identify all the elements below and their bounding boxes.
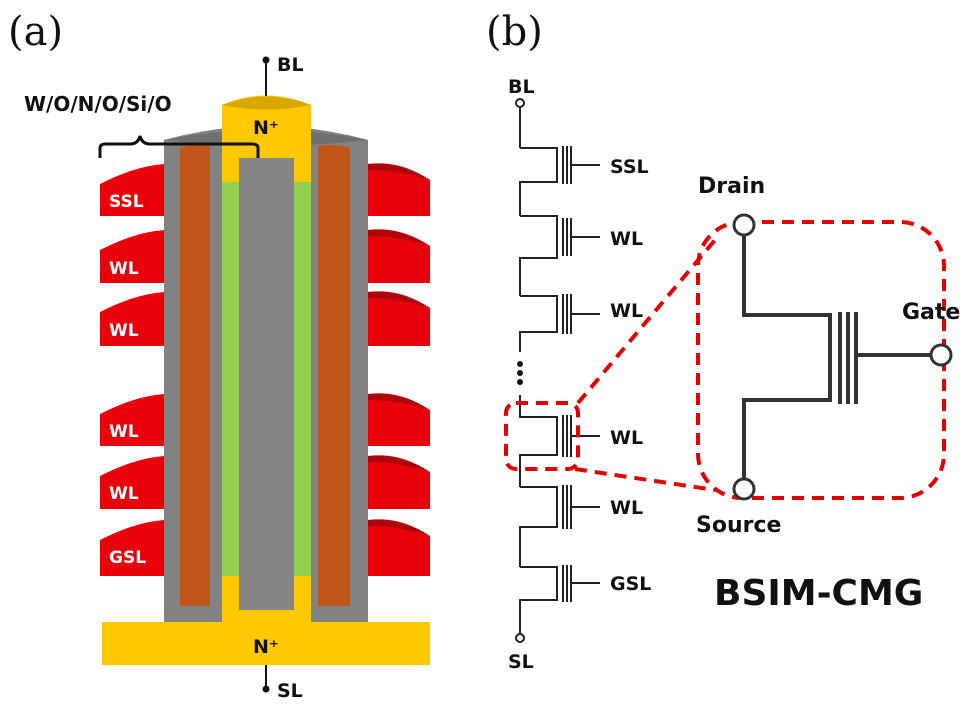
bottom-n-plus-label: N⁺	[253, 636, 279, 658]
transistor-label-wl-1: WL	[610, 228, 643, 250]
top-n-plus-label: N⁺	[253, 117, 279, 139]
transistor-label-wl-3: WL	[610, 427, 643, 449]
nand-string-3d-structure: N⁺ N⁺ BL SL W/O/N/O/Si/O SSL WL WL WL WL…	[24, 54, 430, 702]
channel-right	[294, 180, 311, 576]
model-name: BSIM-CMG	[714, 573, 923, 614]
layer-label-ssl: SSL	[109, 192, 144, 212]
nitride-layer-left	[180, 144, 210, 606]
layer-label-wl-4: WL	[109, 484, 139, 504]
panel-b-label: (b)	[486, 9, 543, 55]
source-label: Source	[696, 513, 781, 538]
stack-label: W/O/N/O/Si/O	[24, 92, 172, 116]
layer-label-wl-2: WL	[109, 321, 139, 341]
gate-label: Gate	[902, 300, 960, 325]
layer-label-wl-3: WL	[109, 422, 139, 442]
core-oxide	[239, 158, 294, 610]
layer-label-gsl: GSL	[109, 548, 146, 568]
sl-terminal-label: SL	[277, 680, 303, 702]
bl-open-terminal	[515, 98, 525, 108]
sl-terminal-dot	[262, 685, 270, 693]
drain-terminal	[732, 213, 756, 237]
source-terminal	[732, 477, 756, 501]
drain-label: Drain	[698, 174, 765, 199]
layer-plates-left	[100, 164, 164, 576]
ellipsis-dots	[517, 361, 523, 385]
channel-left	[222, 180, 239, 576]
nitride-layer-right	[318, 144, 350, 606]
bl-terminal-label: BL	[277, 54, 304, 76]
transistor-label-wl-2: WL	[610, 300, 643, 322]
bottom-n-plus-plate	[102, 622, 430, 665]
inset-transistor-symbol	[742, 236, 932, 478]
nand-string-circuit	[515, 98, 600, 643]
bl-terminal-dot	[262, 56, 270, 64]
layer-plates-right	[368, 163, 430, 576]
inset-frame	[696, 220, 946, 500]
transistor-label-wl-4: WL	[610, 497, 643, 519]
circuit-sl-label: SL	[508, 651, 534, 673]
panel-a-label: (a)	[8, 9, 63, 55]
transistor-label-gsl: GSL	[610, 573, 651, 595]
circuit-bl-label: BL	[508, 76, 535, 98]
gate-terminal	[929, 343, 953, 367]
layer-label-wl-1: WL	[109, 259, 139, 279]
stack-brace	[98, 135, 260, 158]
transistor-label-ssl: SSL	[610, 156, 649, 178]
sl-open-terminal	[515, 633, 525, 643]
